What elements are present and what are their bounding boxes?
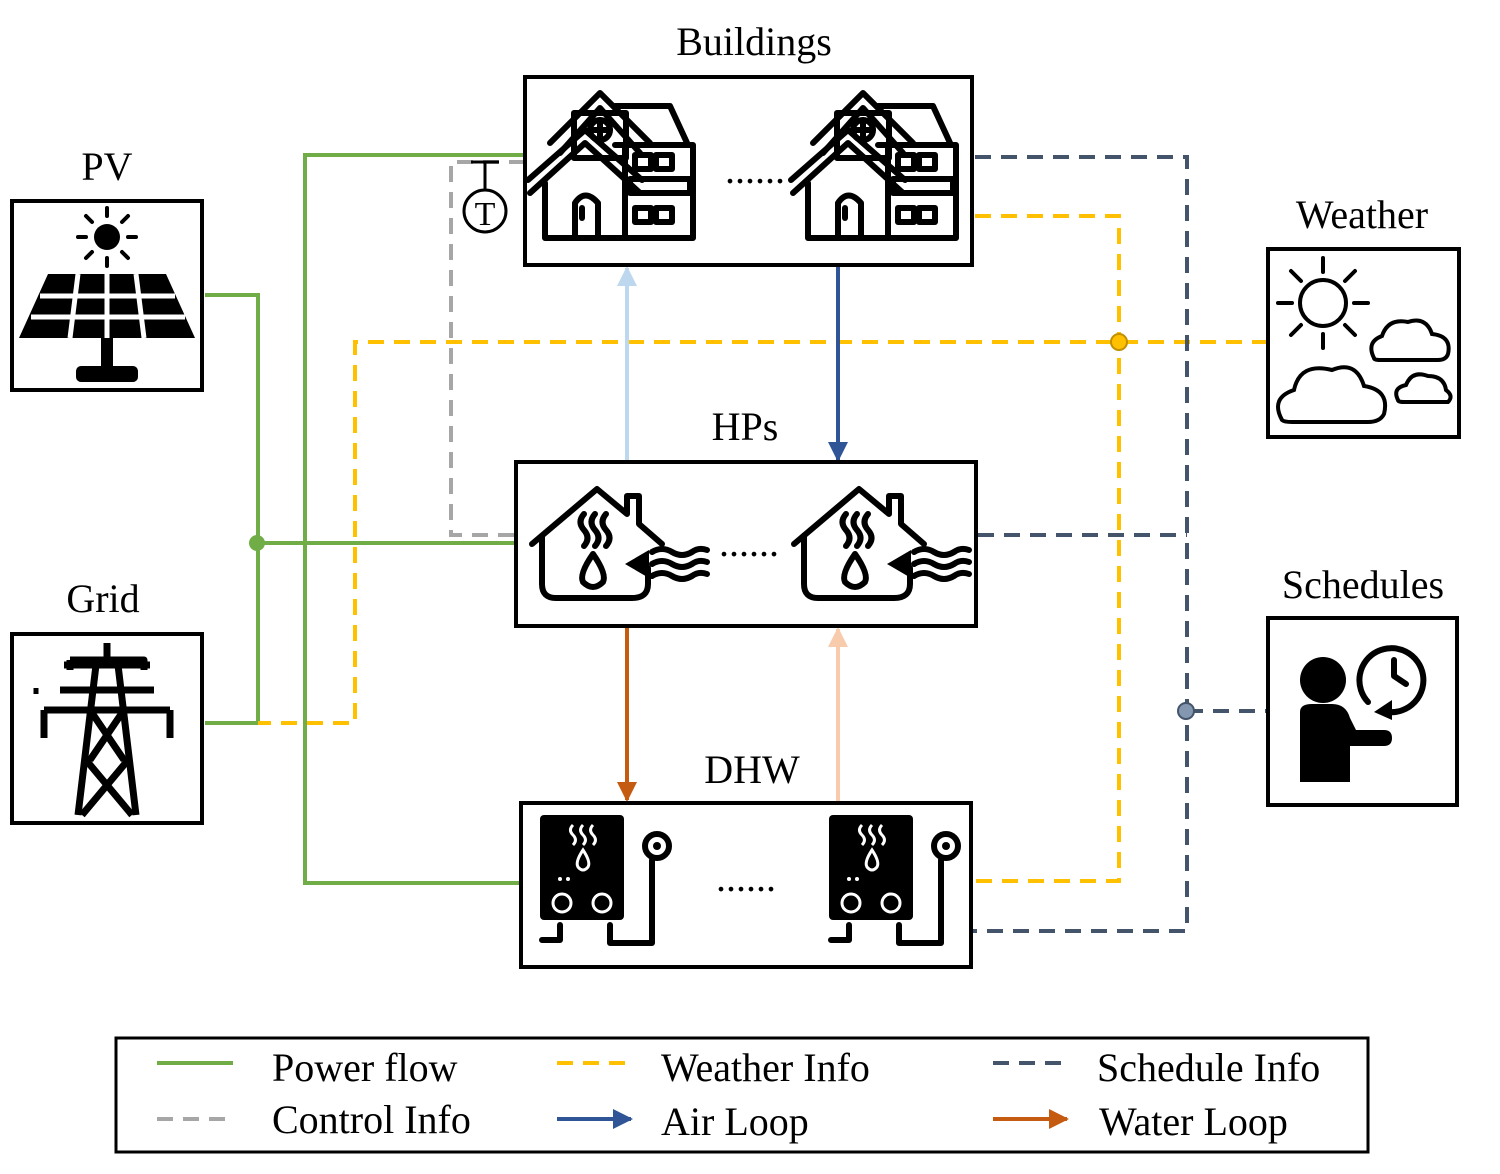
buildings-label: Buildings [676,19,832,64]
schedules-box [1266,616,1459,807]
hps-ellipsis: ...... [719,520,779,565]
pv-label: PV [81,144,132,189]
legend-water-label: Water Loop [1099,1099,1288,1144]
legend-air-label: Air Loop [661,1099,809,1144]
legend: Power flow Weather Info Schedule Info Co… [157,1045,1320,1144]
hps-label: HPs [712,404,779,449]
heat-pump-unit-icon [529,486,710,601]
schedule-info-lines [971,155,1268,933]
water-heater-unit-icon [539,815,672,946]
heat-pump-icon [529,486,969,601]
power-junction-dot [249,535,265,551]
buildings-ellipsis: ...... [725,147,785,192]
water-heater-icon [539,815,958,946]
weather-info-lines [258,214,1268,883]
transmission-tower-icon [33,643,174,818]
dhw-ellipsis: ...... [716,855,776,900]
schedules-label: Schedules [1282,562,1444,607]
person-clock-icon [1300,645,1427,782]
dhw-label: DHW [704,747,800,792]
thermostat-icon: T [462,160,508,234]
houses-icon [525,90,956,241]
legend-box [114,1036,1370,1154]
pv-power-line [205,293,260,725]
legend-control-label: Control Info [272,1097,471,1142]
schedule-junction-dot [1177,702,1195,720]
power-flow-lines [205,153,525,885]
weather-label: Weather [1296,192,1428,237]
weather-junction-dot [1110,333,1128,351]
grid-label: Grid [66,576,139,621]
building-dhw-power-line [303,153,525,885]
house-icon [525,90,696,241]
sun-clouds-icon [1276,256,1453,424]
legend-weather-label: Weather Info [661,1045,870,1090]
solar-panel-icon [19,206,195,382]
thermostat-label: T [475,196,496,233]
legend-schedule-label: Schedule Info [1097,1045,1320,1090]
legend-power-label: Power flow [272,1045,458,1090]
